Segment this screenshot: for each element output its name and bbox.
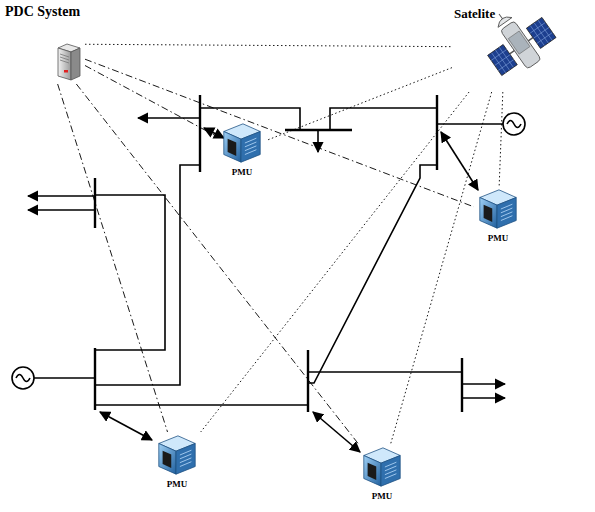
transmission-line: [95, 165, 200, 385]
comm-link: [201, 92, 469, 432]
bus-bar: [199, 95, 201, 172]
pmu-unit: PMU: [358, 444, 406, 504]
pdc-icon: [55, 42, 83, 82]
bus-bar: [436, 95, 438, 170]
bus-bar: [461, 358, 463, 412]
measurement-arrow: [100, 412, 152, 440]
node-label: PMU: [232, 167, 253, 177]
load-arrow: [138, 117, 200, 119]
comm-link: [85, 44, 452, 46]
load-arrow: [462, 383, 505, 385]
comm-link: [266, 68, 452, 141]
comm-link: [499, 92, 503, 186]
load-arrow: [28, 209, 95, 211]
load-arrow: [28, 195, 95, 197]
generator-lead: [437, 123, 503, 125]
comm-link: [85, 66, 218, 138]
transmission-line: [95, 404, 308, 406]
pmu-icon: [153, 432, 201, 478]
transmission-line: [330, 108, 437, 130]
node-label: Satelite: [454, 6, 495, 22]
node-label: PMU: [372, 491, 393, 501]
measurement-arrow: [441, 132, 478, 190]
pmu-icon: [474, 186, 522, 232]
generator-symbol: [12, 367, 34, 389]
pmu-unit: PMU: [218, 120, 266, 180]
transmission-line: [308, 371, 462, 373]
comm-link: [85, 59, 474, 207]
node-label: PMU: [488, 233, 509, 243]
generator-symbol: [507, 121, 521, 128]
comm-link: [76, 84, 358, 444]
pmu-icon: [218, 120, 266, 166]
pmu-icon: [358, 444, 406, 490]
comm-link: [391, 92, 492, 444]
pmu-unit: PMU: [153, 432, 201, 492]
comm-link: [58, 84, 168, 432]
load-arrow: [462, 397, 505, 399]
pdc-server: PDC System: [5, 4, 85, 84]
bus-bar: [94, 178, 96, 228]
transmission-line: [95, 195, 165, 350]
bus-bar: [94, 348, 96, 410]
node-label: PDC System: [5, 4, 80, 20]
satellite: Satelite: [452, 2, 557, 92]
generator-symbol: [16, 375, 30, 382]
measurement-arrow: [313, 412, 360, 452]
sat-icon: [487, 2, 557, 92]
node-label: PMU: [167, 479, 188, 489]
measurement-arrow: [204, 128, 224, 138]
generator-lead: [34, 377, 95, 379]
load-arrow: [317, 130, 319, 152]
generator-symbol: [503, 113, 525, 135]
pmu-unit: PMU: [474, 186, 522, 246]
